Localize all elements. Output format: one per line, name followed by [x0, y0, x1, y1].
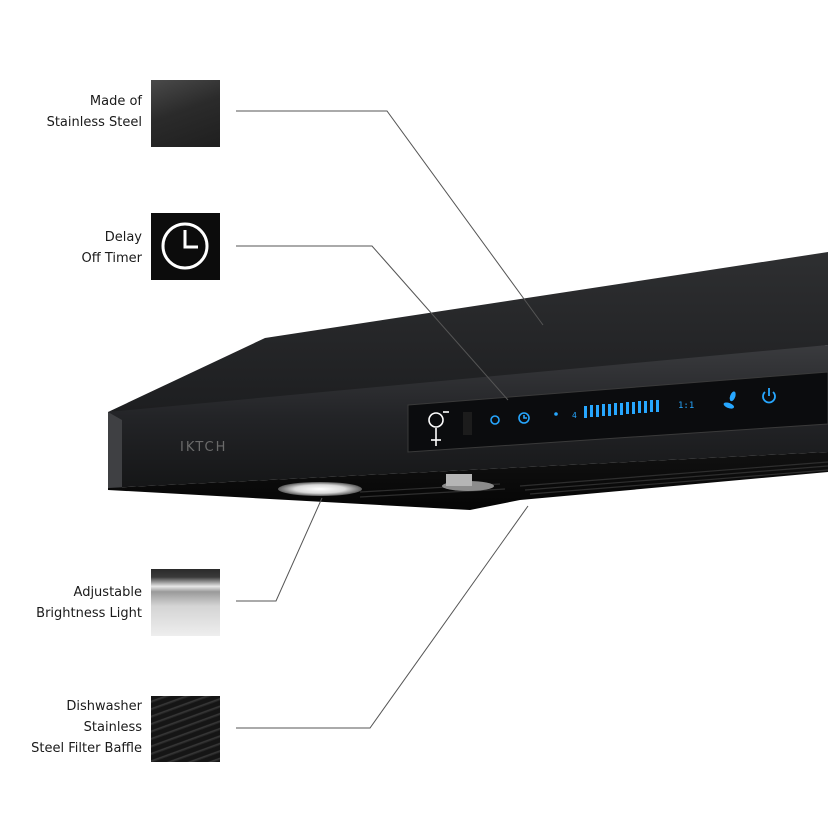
- callout-light-line-2: Brightness Light: [36, 606, 142, 621]
- hood-side: [108, 412, 122, 488]
- callout-filter-line-1: Dishwasher: [66, 699, 142, 714]
- callout-filter-label: Dishwasher Stainless Steel Filter Baffle: [31, 696, 142, 759]
- clock-icon: [151, 213, 220, 280]
- callout-steel-line-2: Stainless Steel: [46, 115, 142, 130]
- callout-timer-label: Delay Off Timer: [82, 227, 142, 269]
- steel-texture-icon: [151, 80, 220, 147]
- control-panel: [407, 371, 828, 453]
- hood-vent: [446, 474, 472, 486]
- callout-filter-line-3: Steel Filter Baffle: [31, 741, 142, 756]
- hood-top-surface: [108, 252, 828, 412]
- callout-timer-line-1: Delay: [104, 230, 142, 245]
- callout-leader-lines: [236, 110, 544, 729]
- light-adjust-icon: [428, 411, 449, 446]
- timer-icon: [518, 412, 530, 424]
- mode-icon: [490, 415, 500, 425]
- callout-light-label: Adjustable Brightness Light: [36, 582, 142, 624]
- callout-timer-line-2: Off Timer: [81, 251, 142, 266]
- callout-filter-line-2: Stainless: [83, 720, 142, 735]
- callout-steel-line-1: Made of: [89, 94, 142, 109]
- speed-level-bars: [584, 400, 659, 418]
- leader-steel: [236, 110, 544, 326]
- leader-filter: [236, 505, 529, 729]
- leader-timer: [236, 245, 509, 401]
- baffle-filter-icon: [151, 696, 220, 762]
- hood-light: [278, 482, 362, 496]
- brand-logo: IKTCH: [180, 440, 227, 455]
- panel-divider: [463, 412, 472, 435]
- fan-icon: [723, 391, 736, 409]
- callout-steel-label: Made of Stainless Steel: [47, 91, 142, 133]
- power-icon: [762, 388, 776, 404]
- callout-light-line-1: Adjustable: [73, 585, 142, 600]
- display-digit: 4: [572, 411, 577, 420]
- indicator-dot-icon: [554, 412, 558, 416]
- display-clock: 1:1: [678, 401, 694, 411]
- leader-light: [236, 497, 323, 602]
- light-glow-icon: [151, 569, 220, 636]
